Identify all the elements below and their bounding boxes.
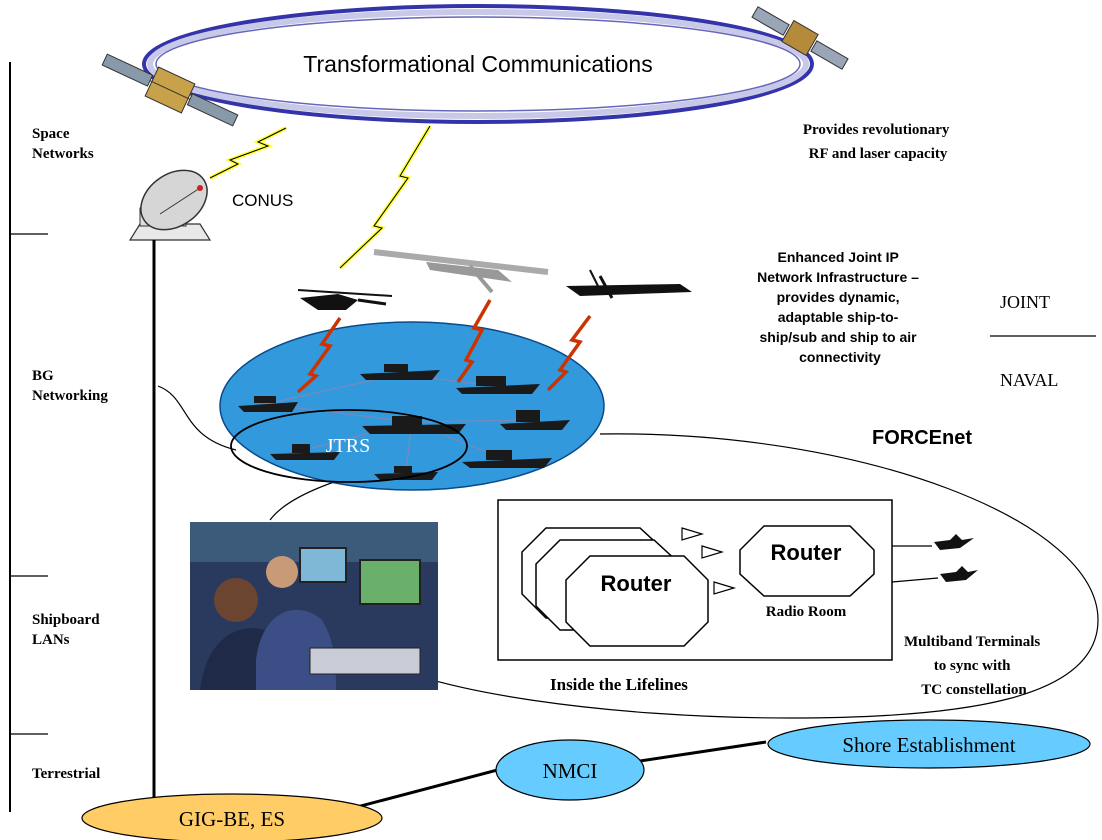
bg-connector-curve [157, 385, 237, 451]
multiband-text: Multiband Terminals to sync with TC cons… [904, 634, 1044, 698]
satellite-right-icon [751, 6, 849, 70]
ship-icon [456, 384, 540, 394]
radio-room-label: Radio Room [766, 604, 847, 620]
ship-icon [362, 424, 466, 434]
router-front-left [565, 555, 709, 647]
joint-label: JOINT [1000, 292, 1050, 312]
router-front-right [739, 525, 875, 597]
nmci-label: NMCI [543, 759, 598, 783]
ship-icon [238, 402, 298, 412]
tc-ring: Transformational Communications [142, 4, 814, 124]
ship-icon [500, 420, 570, 430]
lightning-ring-helo [338, 124, 432, 270]
ship-icon [360, 370, 440, 380]
link-nmci-shore [619, 740, 767, 766]
capacity-text: Provides revolutionary RF and laser capa… [803, 122, 953, 162]
uav-icon [373, 249, 549, 294]
forcenet-label: FORCEnet [872, 427, 972, 449]
joint-network-text: Enhanced Joint IP Network Infrastructure… [757, 249, 923, 365]
red-lightning-bolts [296, 299, 592, 394]
ships-group [238, 364, 570, 480]
router-left-label: Router [601, 571, 672, 596]
packet-arrows [681, 527, 737, 595]
shipboard-operators-photo [190, 522, 438, 690]
router-right-label: Router [771, 540, 842, 565]
ship-icon [270, 452, 340, 460]
jtrs-label: JTRS [326, 435, 370, 457]
conus-label: CONUS [232, 191, 293, 210]
naval-label: NAVAL [1000, 370, 1058, 390]
multiband-antennas [891, 534, 978, 583]
aircraft-p3-icon [566, 269, 692, 299]
inside-lifelines-label: Inside the Lifelines [550, 675, 688, 694]
lifelines-ellipse [379, 433, 1099, 719]
layer-terrestrial: Terrestrial [32, 766, 100, 782]
tc-title: Transformational Communications [303, 51, 652, 77]
shore-establishment-node [767, 719, 1091, 769]
nmci-node [495, 739, 645, 801]
helicopter-icon [297, 289, 393, 310]
gig-be-es-label: GIG-BE, ES [179, 807, 285, 831]
gig-be-es-node [81, 793, 383, 840]
satellite-left-icon [101, 53, 239, 127]
jtrs-ellipse [230, 409, 468, 483]
satellite-dish-icon [128, 169, 212, 241]
shore-establishment-label: Shore Establishment [842, 733, 1015, 757]
ship-icon [462, 458, 552, 468]
